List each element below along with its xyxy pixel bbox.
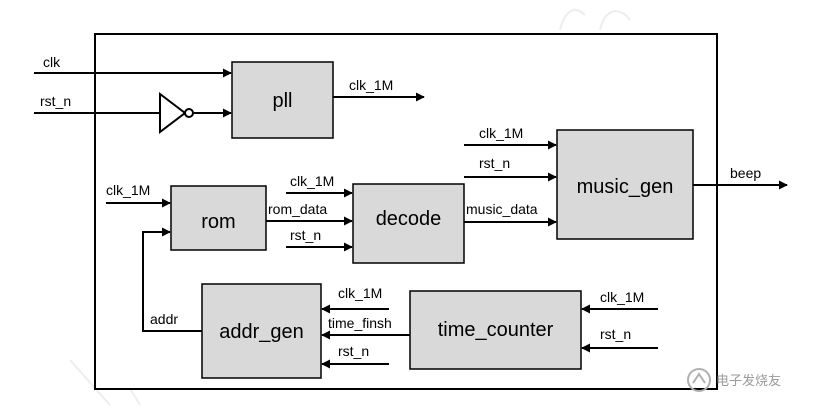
clk-label: clk <box>43 54 61 70</box>
rst-n-tc-in-label: rst_n <box>600 326 631 342</box>
rst-n-decode-in-label: rst_n <box>290 227 321 243</box>
clk-1M-music-in-label: clk_1M <box>479 125 523 141</box>
inverter-icon <box>159 91 194 135</box>
time-finsh-label: time_finsh <box>328 315 392 331</box>
addr-feedback-line <box>142 227 202 332</box>
watermark-logo: 电子发烧友 <box>687 368 781 392</box>
rst-n-top-label: rst_n <box>40 93 71 109</box>
watermark-logo-icon <box>687 368 711 392</box>
pll-block-label: pll <box>272 90 292 112</box>
rom-block-label: rom <box>201 211 235 233</box>
decode-block-label: decode <box>376 208 442 230</box>
time-counter-block <box>409 290 582 370</box>
clk-1M-addr-in-label: clk_1M <box>338 285 382 301</box>
clk-1M-pll-out-label: clk_1M <box>349 77 393 93</box>
beep-label: beep <box>730 165 761 181</box>
time-counter-block-label: time_counter <box>438 319 554 341</box>
addr-label: addr <box>150 311 178 327</box>
clk-1M-tc-in-label: clk_1M <box>600 289 644 305</box>
watermark-logo-text: 电子发烧友 <box>716 373 781 389</box>
clk-1M-decode-in-label: clk_1M <box>290 173 334 189</box>
rst-n-addr-in-label: rst_n <box>338 343 369 359</box>
addr-gen-block <box>201 283 322 379</box>
decode-block <box>352 183 465 264</box>
rom-block <box>170 185 267 251</box>
rom-data-label: rom_data <box>268 201 327 217</box>
pll-block <box>231 61 334 139</box>
music-gen-block-label: music_gen <box>577 176 674 198</box>
rst-n-music-in-label: rst_n <box>479 155 510 171</box>
clk-1M-rom-in-label: clk_1M <box>106 182 150 198</box>
addr-gen-block-label: addr_gen <box>219 321 304 343</box>
music-data-label: music_data <box>466 201 538 217</box>
